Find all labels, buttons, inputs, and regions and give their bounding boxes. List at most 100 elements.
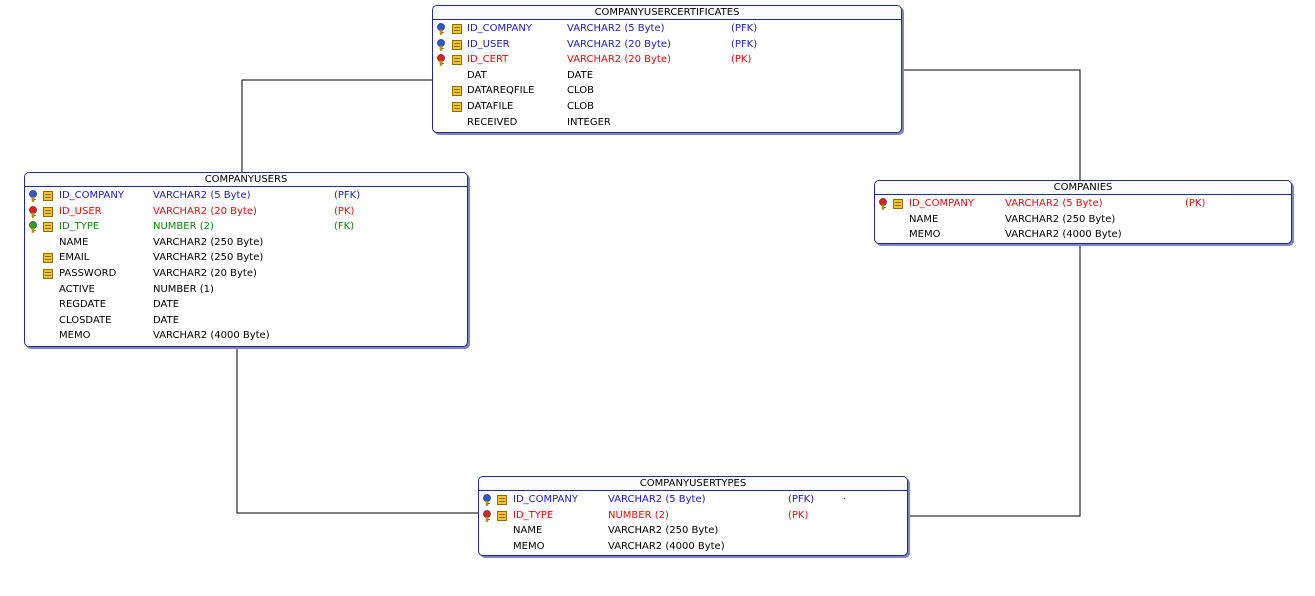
column-field-icon bbox=[43, 268, 53, 279]
column-type: VARCHAR2 (250 Byte) bbox=[608, 525, 719, 537]
column-row[interactable]: ID_USER VARCHAR2 (20 Byte) (PK) bbox=[25, 204, 467, 220]
column-type: NUMBER (2) bbox=[608, 509, 669, 521]
column-row[interactable]: DATAFILE CLOB bbox=[433, 99, 901, 115]
connector-certificates-to-users[interactable] bbox=[241, 79, 432, 172]
column-field-icon bbox=[43, 253, 53, 264]
column-field-icon bbox=[452, 101, 462, 112]
column-name: REGDATE bbox=[59, 299, 107, 311]
column-name: ID_TYPE bbox=[59, 221, 100, 233]
column-row[interactable]: MEMO VARCHAR2 (4000 Byte) bbox=[875, 227, 1291, 243]
column-type: DATE bbox=[567, 69, 594, 81]
column-field-icon bbox=[497, 495, 507, 505]
column-field-icon bbox=[893, 199, 903, 209]
column-name: ID_USER bbox=[59, 205, 102, 217]
entity-title: COMPANYUSERCERTIFICATES bbox=[433, 6, 901, 20]
column-type: CLOB bbox=[567, 100, 594, 112]
column-name: DATAFILE bbox=[467, 100, 514, 112]
column-type: NUMBER (2) bbox=[153, 221, 214, 233]
column-name: ID_USER bbox=[467, 38, 510, 50]
column-name: ACTIVE bbox=[59, 283, 95, 295]
column-row[interactable]: CLOSDATE DATE bbox=[25, 313, 467, 329]
column-name: ID_COMPANY bbox=[909, 198, 974, 209]
column-type: VARCHAR2 (4000 Byte) bbox=[1005, 229, 1122, 241]
column-row[interactable]: MEMO VARCHAR2 (4000 Byte) bbox=[479, 539, 907, 555]
column-type: INTEGER bbox=[567, 116, 611, 128]
column-type: VARCHAR2 (5 Byte) bbox=[608, 494, 706, 505]
red-key-icon bbox=[28, 205, 38, 218]
column-type: DATE bbox=[153, 314, 180, 326]
column-row[interactable]: ID_CERT VARCHAR2 (20 Byte) (PK) bbox=[433, 52, 901, 68]
column-row[interactable]: DATAREQFILE CLOB bbox=[433, 83, 901, 99]
column-name: MEMO bbox=[909, 229, 941, 241]
blue-key-icon bbox=[28, 190, 38, 202]
column-row[interactable]: DAT DATE bbox=[433, 68, 901, 84]
green-key-icon bbox=[28, 221, 38, 233]
column-row[interactable]: EMAIL VARCHAR2 (250 Byte) bbox=[25, 250, 467, 266]
column-type: VARCHAR2 (20 Byte) bbox=[153, 205, 257, 217]
column-row[interactable]: ID_TYPE NUMBER (2) (PK) bbox=[479, 508, 907, 524]
stray-dot-mark: . bbox=[843, 491, 847, 502]
column-type: VARCHAR2 (20 Byte) bbox=[567, 54, 671, 66]
column-type: VARCHAR2 (250 Byte) bbox=[153, 252, 264, 264]
blue-key-icon bbox=[482, 494, 492, 506]
column-key-tag: (PFK) bbox=[731, 38, 758, 50]
column-field-icon bbox=[452, 39, 462, 50]
column-key-tag: (PK) bbox=[788, 509, 809, 521]
column-name: ID_CERT bbox=[467, 54, 509, 66]
entity-companyusertypes[interactable]: COMPANYUSERTYPES ID_COMPANY VARCHAR2 (5 B… bbox=[478, 476, 908, 556]
column-key-tag: (PK) bbox=[1185, 198, 1206, 209]
column-row[interactable]: RECEIVED INTEGER bbox=[433, 115, 901, 131]
column-type: VARCHAR2 (20 Byte) bbox=[153, 267, 257, 279]
connector-users-to-usertypes[interactable] bbox=[236, 347, 478, 514]
red-key-icon bbox=[878, 198, 888, 210]
column-name: NAME bbox=[909, 213, 939, 225]
column-name: PASSWORD bbox=[59, 267, 117, 279]
entity-title: COMPANYUSERTYPES bbox=[479, 477, 907, 491]
column-name: DAT bbox=[467, 69, 487, 81]
column-name: CLOSDATE bbox=[59, 314, 112, 326]
column-key-tag: (FK) bbox=[334, 221, 355, 233]
column-name: ID_COMPANY bbox=[467, 23, 532, 34]
column-row[interactable]: PASSWORD VARCHAR2 (20 Byte) bbox=[25, 266, 467, 282]
column-row[interactable]: ID_TYPE NUMBER (2) (FK) bbox=[25, 219, 467, 235]
column-field-icon bbox=[43, 191, 53, 201]
column-name: MEMO bbox=[513, 540, 545, 552]
entity-title: COMPANYUSERS bbox=[25, 173, 467, 187]
column-name: RECEIVED bbox=[467, 116, 518, 128]
connector-certificates-to-companies[interactable] bbox=[901, 69, 1081, 180]
column-name: MEMO bbox=[59, 330, 91, 342]
column-field-icon bbox=[452, 86, 462, 97]
column-name: NAME bbox=[59, 236, 89, 248]
connector-companies-to-usertypes[interactable] bbox=[908, 244, 1081, 517]
column-key-tag: (PK) bbox=[731, 54, 752, 66]
column-type: CLOB bbox=[567, 85, 594, 97]
column-name: DATAREQFILE bbox=[467, 85, 535, 97]
column-type: VARCHAR2 (250 Byte) bbox=[1005, 213, 1116, 225]
column-name: ID_TYPE bbox=[513, 509, 554, 521]
column-name: ID_COMPANY bbox=[513, 494, 578, 505]
column-type: VARCHAR2 (4000 Byte) bbox=[608, 540, 725, 552]
column-key-tag: (PK) bbox=[334, 205, 355, 217]
column-type: VARCHAR2 (4000 Byte) bbox=[153, 330, 270, 342]
red-key-icon bbox=[436, 54, 446, 66]
column-row[interactable]: MEMO VARCHAR2 (4000 Byte) bbox=[25, 328, 467, 344]
column-row[interactable]: NAME VARCHAR2 (250 Byte) bbox=[875, 212, 1291, 228]
column-name: EMAIL bbox=[59, 252, 90, 264]
blue-key-icon bbox=[436, 23, 446, 35]
